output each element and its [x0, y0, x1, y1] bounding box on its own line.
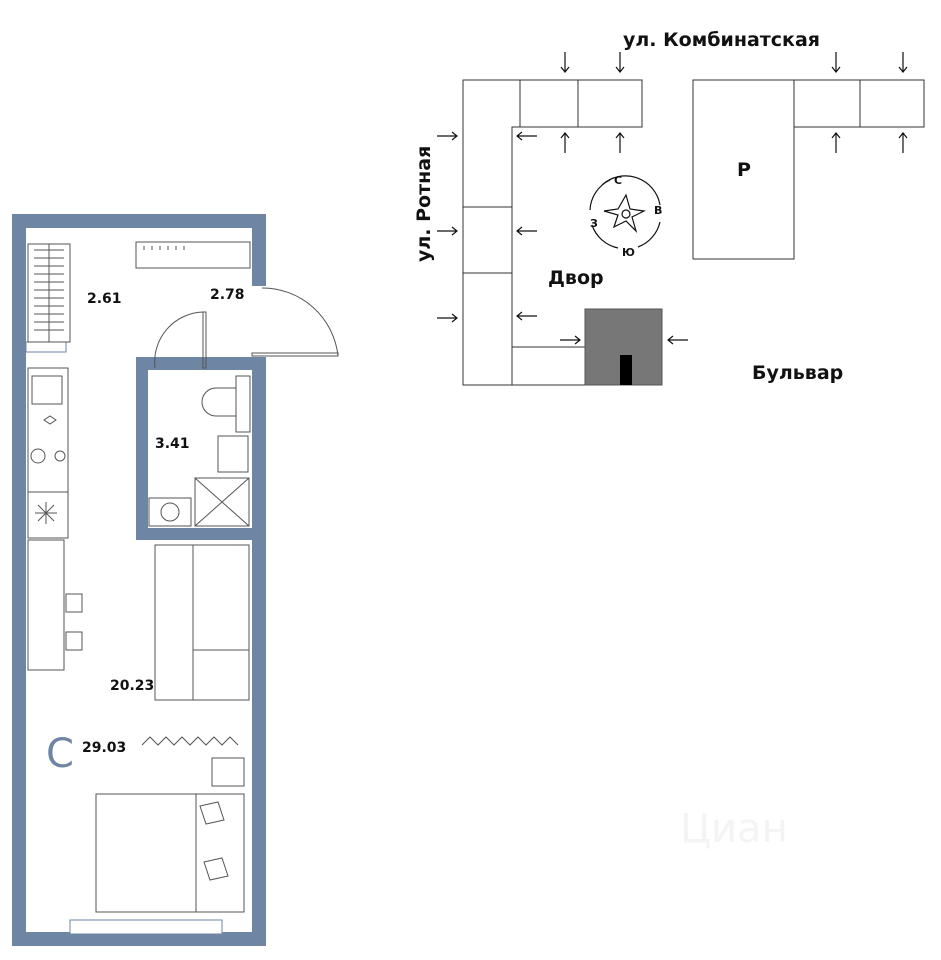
compass-rose: С В Ю З	[589, 174, 662, 259]
street-left-label: ул. Ротная	[413, 146, 435, 262]
area-hallway: 2.61	[87, 291, 122, 307]
hall-shelf	[135, 241, 251, 269]
street-top-label: ул. Комбинатская	[623, 29, 820, 51]
entrance-arrows	[437, 52, 908, 345]
wardrobe	[27, 243, 71, 343]
area-vestibule: 2.78	[210, 287, 245, 303]
nightstand	[211, 757, 245, 787]
dining-table	[27, 539, 83, 671]
boulevard-label: Бульвар	[752, 362, 843, 384]
partition	[25, 341, 67, 353]
parking-label: Р	[737, 159, 751, 181]
window	[69, 919, 223, 935]
sofa	[154, 544, 250, 701]
bathroom-door[interactable]	[154, 311, 207, 369]
compass-south: Ю	[622, 246, 635, 259]
building-left	[462, 79, 643, 386]
watermark: Циан	[680, 806, 788, 852]
courtyard-label: Двор	[548, 267, 604, 289]
area-living: 20.23	[110, 678, 154, 694]
building-right	[692, 79, 925, 260]
site-plan: Р С В Ю З ул. Комби	[413, 29, 925, 386]
compass-west: З	[590, 217, 598, 230]
total-area: 29.03	[82, 740, 126, 756]
apartment-type-badge: С	[46, 731, 74, 777]
building-entrance-marker	[620, 355, 632, 385]
entrance-door[interactable]	[251, 287, 339, 357]
apartment-walls	[12, 214, 266, 946]
compass-east: В	[654, 204, 662, 217]
compass-north: С	[614, 174, 622, 187]
tv-console	[141, 736, 239, 746]
area-bathroom: 3.41	[155, 436, 190, 452]
kitchen-unit	[27, 367, 69, 539]
bathroom-fixtures	[148, 375, 251, 527]
bed	[95, 793, 245, 913]
